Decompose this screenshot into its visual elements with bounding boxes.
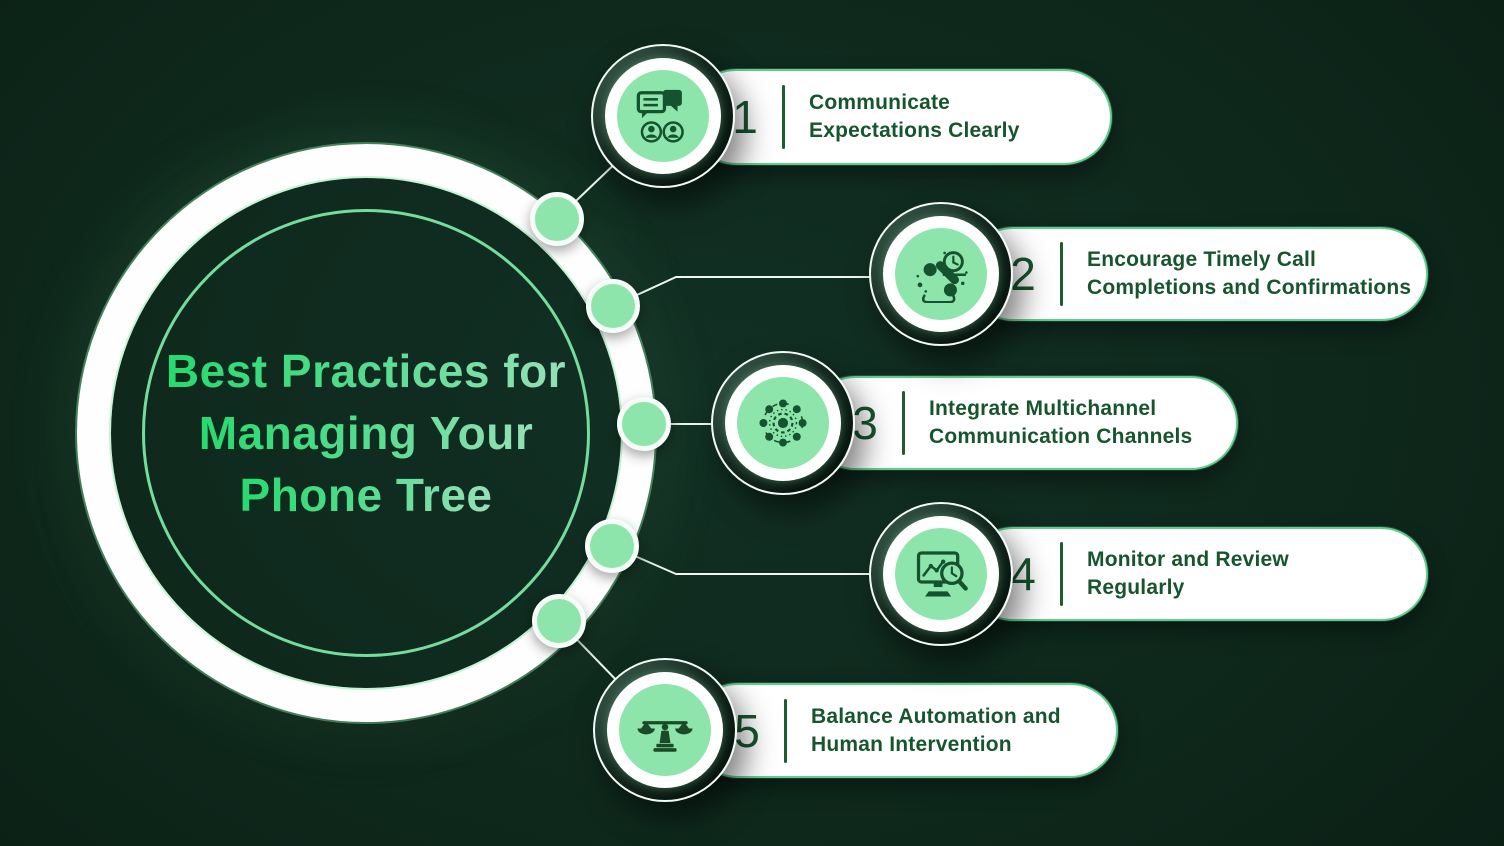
phone-clock-icon (916, 251, 968, 303)
item-divider (784, 698, 787, 763)
item-label-line: Regularly (1087, 576, 1185, 599)
item-label: Integrate Multichannel Communication Cha… (929, 395, 1192, 451)
badge-green-disc (895, 528, 987, 620)
item-divider (902, 391, 905, 455)
item-number: 4 (1010, 548, 1036, 600)
item-divider (782, 85, 785, 149)
item-pill-5: 5 Balance Automation and Human Intervent… (690, 683, 1118, 778)
item-number: 5 (734, 704, 760, 757)
title-line-3: Phone Tree (240, 464, 493, 526)
ring-node-2 (586, 279, 640, 333)
item-label: Encourage Timely Call Completions and Co… (1087, 246, 1411, 302)
badge-green-disc (895, 228, 987, 320)
balance-scale-icon (637, 721, 693, 752)
ring-node-1 (530, 192, 584, 246)
item-pill-3: 3 Integrate Multichannel Communication C… (808, 376, 1238, 470)
badge-white-ring (883, 216, 999, 332)
ring-node-5 (532, 594, 586, 648)
item-label-line: Integrate Multichannel (929, 397, 1157, 420)
item-number: 3 (852, 397, 878, 449)
ring-node-4 (585, 519, 639, 573)
item-badge-2 (869, 202, 1013, 346)
badge-white-ring (883, 516, 999, 632)
item-number: 2 (1010, 248, 1036, 300)
page-title: Best Practices for Managing Your Phone T… (77, 144, 655, 722)
item-divider (1060, 242, 1063, 306)
item-label-line: Encourage Timely Call (1087, 248, 1317, 271)
item-number: 1 (732, 91, 758, 143)
item-label-line: Balance Automation and (811, 704, 1061, 728)
item-badge-5 (593, 658, 737, 802)
item-label-line: Monitor and Review (1087, 548, 1289, 571)
badge-white-ring (605, 58, 721, 174)
badge-green-disc (737, 377, 829, 469)
title-line-2: Managing Your (199, 402, 533, 464)
item-label-line: Communicate (809, 91, 951, 114)
title-line-1: Best Practices for (166, 340, 566, 402)
multichannel-network-icon (759, 399, 807, 447)
item-badge-3 (711, 351, 855, 495)
badge-green-disc (619, 684, 711, 776)
item-divider (1060, 542, 1063, 606)
item-label: Communicate Expectations Clearly (809, 89, 1020, 145)
item-label: Monitor and Review Regularly (1087, 546, 1289, 602)
item-badge-1 (591, 44, 735, 188)
monitor-review-icon (916, 551, 968, 597)
badge-white-ring (607, 672, 723, 788)
ring-node-3 (617, 397, 671, 451)
item-label: Balance Automation and Human Interventio… (811, 703, 1061, 759)
item-pill-2: 2 Encourage Timely Call Completions and … (966, 227, 1428, 321)
chat-users-icon (636, 89, 684, 143)
item-label-line: Expectations Clearly (809, 119, 1020, 142)
item-label-line: Completions and Confirmations (1087, 276, 1412, 299)
badge-green-disc (617, 70, 709, 162)
badge-white-ring (725, 365, 841, 481)
item-pill-1: 1 Communicate Expectations Clearly (688, 69, 1112, 165)
item-pill-4: 4 Monitor and Review Regularly (966, 527, 1428, 621)
item-label-line: Human Intervention (811, 732, 1012, 756)
item-badge-4 (869, 502, 1013, 646)
item-label-line: Communication Channels (929, 425, 1193, 448)
